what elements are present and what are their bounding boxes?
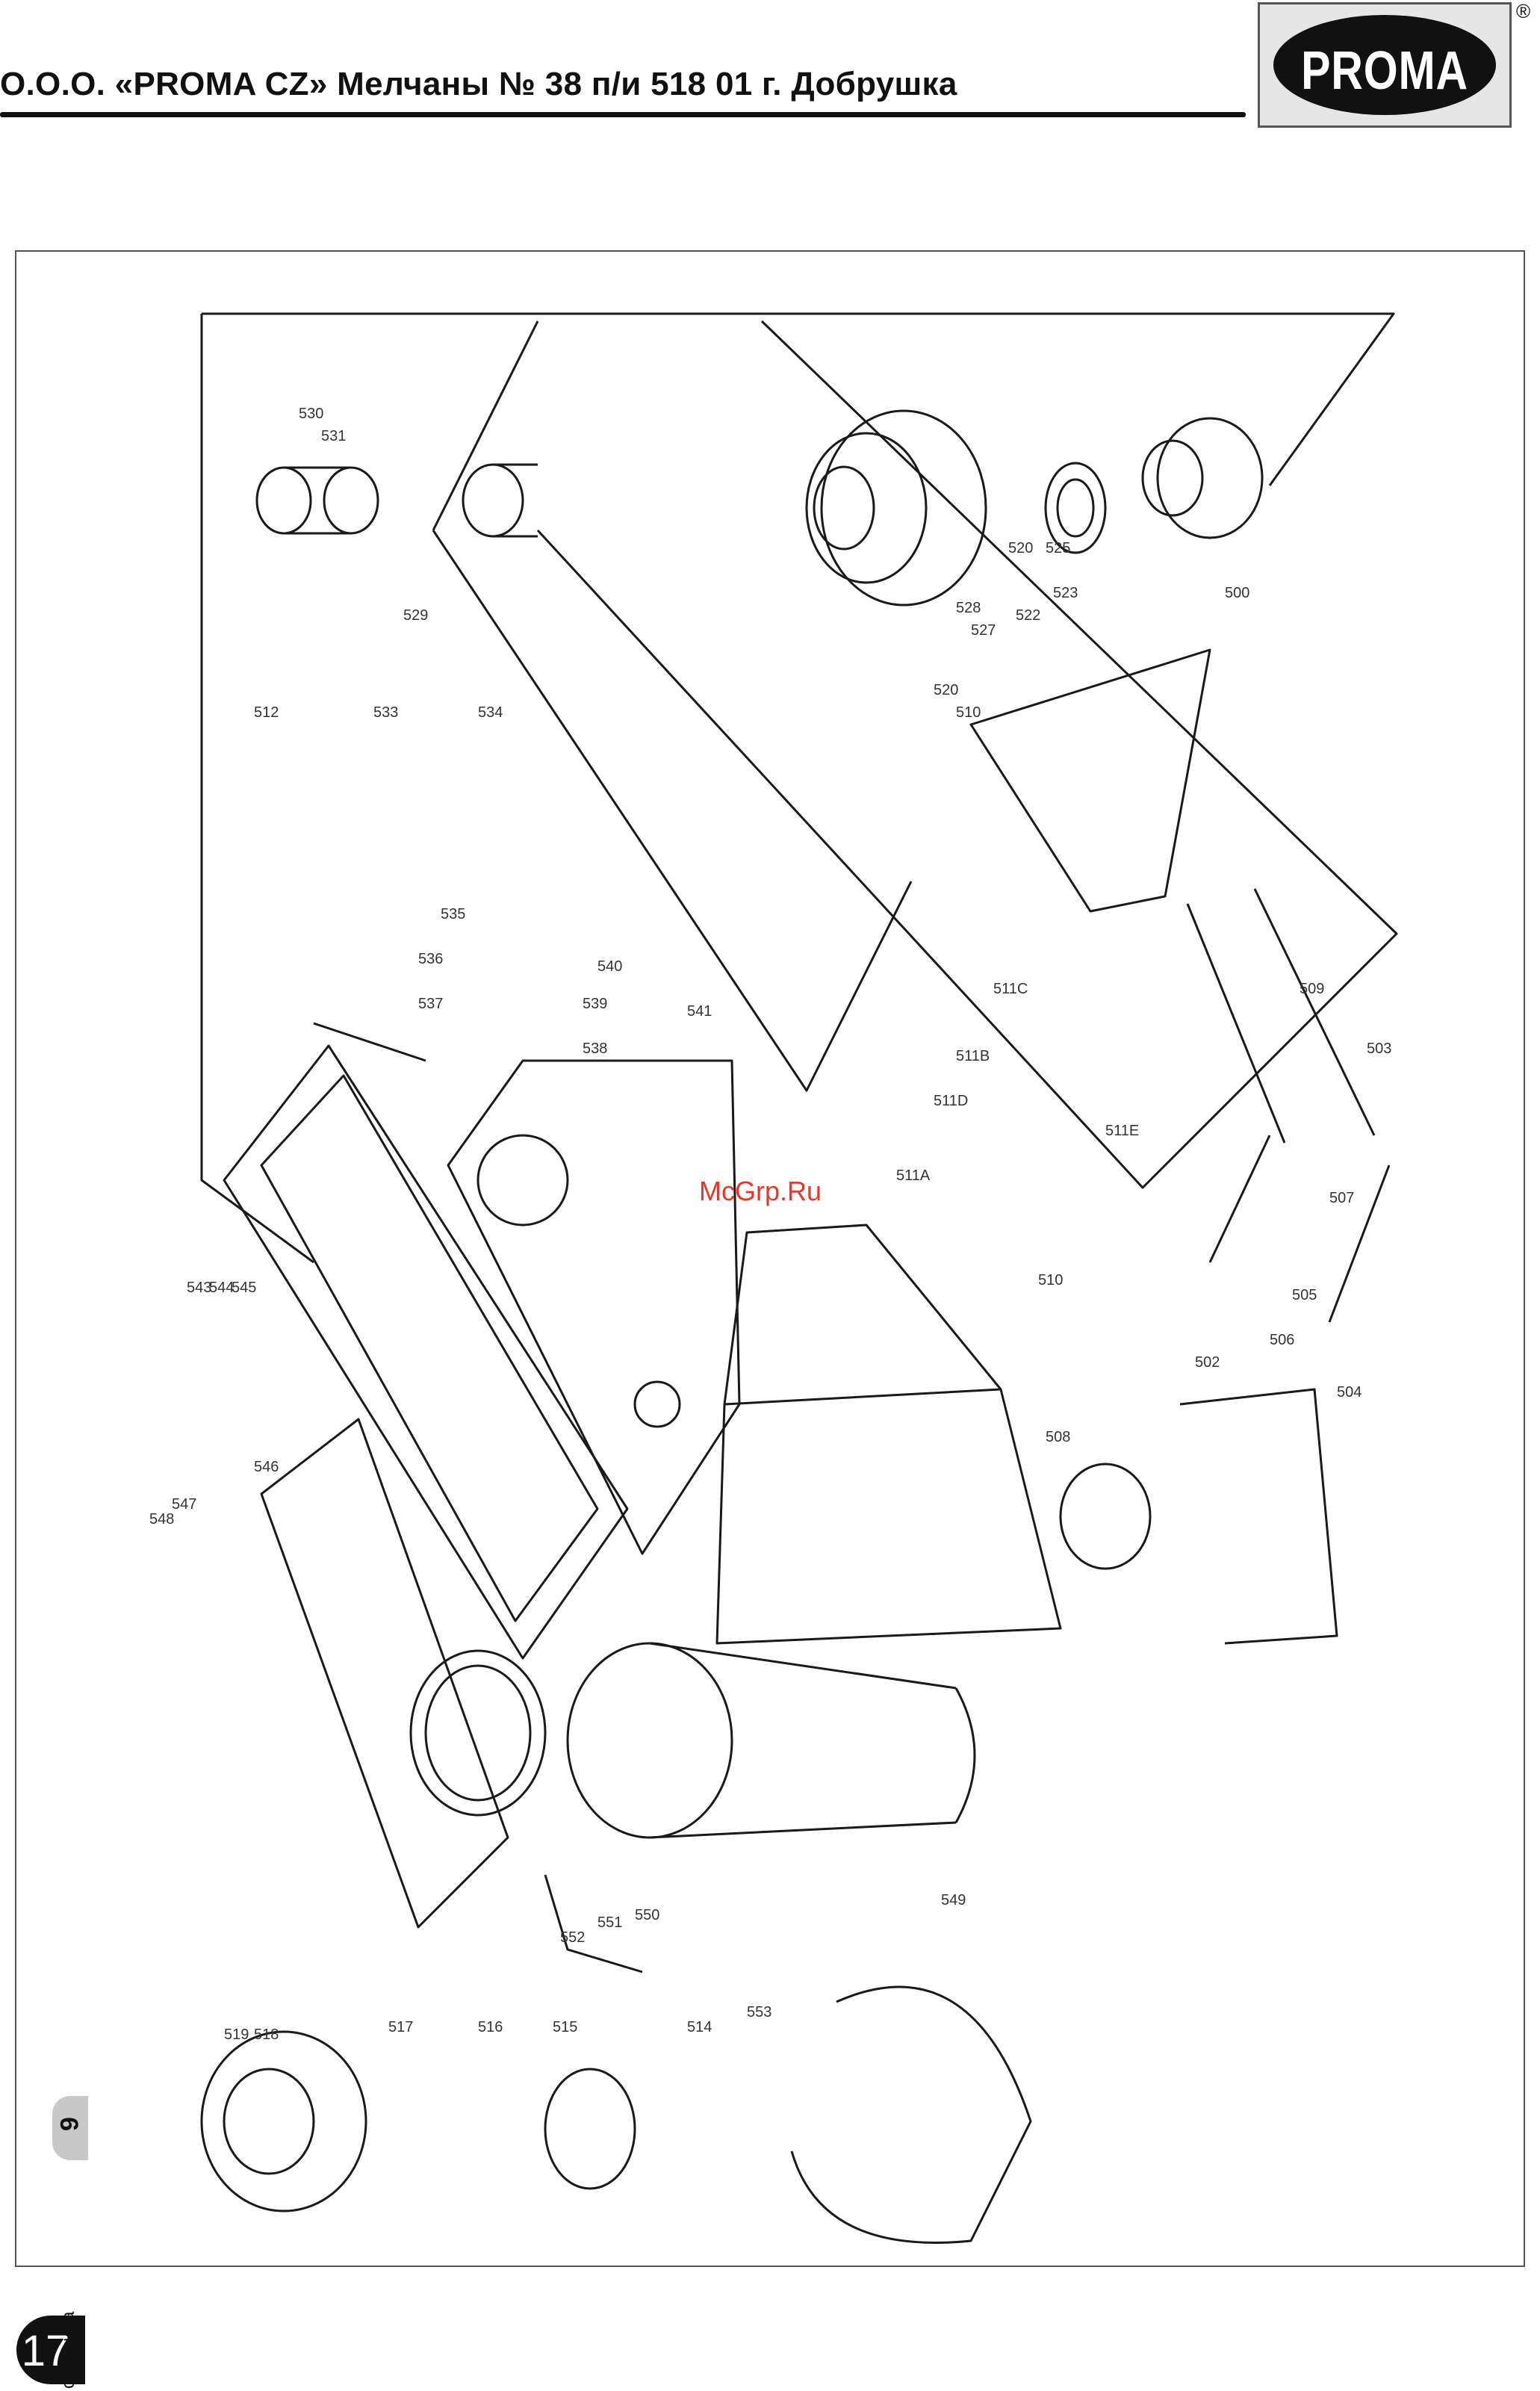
part-label: 523 (1053, 585, 1078, 601)
part-label: 535 (441, 906, 465, 922)
registered-mark: ® (1516, 0, 1531, 22)
logo-oval: PROMA (1273, 15, 1496, 115)
stepped-pulley-top (820, 409, 987, 607)
part-label: 552 (560, 1929, 585, 1946)
drive-belt (790, 1985, 1032, 2244)
company-address-line: О.О.О. «PROMA CZ» Мелчаны № 38 п/и 518 0… (0, 66, 957, 102)
chapter-tab: 9 (52, 2096, 88, 2160)
bore-530 (462, 463, 524, 538)
part-label: 517 (388, 2019, 413, 2035)
housing-504 (1059, 1463, 1152, 1570)
part-label: 525 (1046, 540, 1070, 556)
part-label: 519 (224, 2026, 249, 2043)
part-label: 504 (1337, 1384, 1362, 1401)
part-label: 511B (956, 1048, 990, 1064)
motor-plate (260, 1418, 509, 1929)
drawing-frame (15, 250, 1525, 2267)
header-divider (0, 112, 1246, 117)
part-label: 506 (1270, 1332, 1294, 1348)
main-frame-outline (200, 312, 1395, 1264)
leadscrew-left (1186, 903, 1286, 1144)
column-507 (715, 1388, 1062, 1645)
part-label: 548 (149, 1511, 174, 1528)
part-label: 508 (1046, 1429, 1070, 1445)
part-label: 553 (747, 2004, 771, 2021)
part-label: 544 (209, 1280, 234, 1296)
part-label: 511D (934, 1093, 968, 1109)
part-label: 509 (1300, 981, 1324, 997)
part-label: 511E (1105, 1123, 1139, 1139)
motor-550 (566, 1642, 733, 1839)
part-label: 551 (597, 1914, 622, 1931)
part-label: 534 (478, 704, 503, 721)
part-label: 515 (553, 2019, 577, 2035)
belt-ring (409, 1649, 547, 1817)
proma-logo: PROMA (1258, 2, 1512, 128)
part-label: 511A (896, 1167, 931, 1184)
part-label: 539 (583, 996, 607, 1012)
part-label: 547 (172, 1496, 196, 1513)
part-label: 505 (1292, 1287, 1317, 1303)
part-labels: 530 531 529 512 533 534 535 536 537 538 … (149, 406, 1391, 2043)
part-label: 503 (1367, 1041, 1391, 1057)
leadscrew-right (1253, 888, 1376, 1136)
chapter-number: 9 (55, 2117, 84, 2131)
part-label: 514 (687, 2019, 712, 2035)
crank-handle (544, 1874, 643, 1973)
watermark-text: McGrp.Ru (699, 1176, 822, 1206)
cylinder-530 (255, 466, 312, 535)
part-label: 520 (934, 682, 958, 698)
page-number: 17 (21, 2327, 70, 2375)
part-label: 529 (403, 607, 428, 624)
part-label: 536 (418, 951, 443, 967)
base-body-edge (432, 320, 913, 1092)
part-label: 502 (1195, 1354, 1220, 1371)
part-label: 522 (1016, 607, 1040, 624)
part-label: 512 (254, 704, 279, 721)
base-body (536, 320, 1398, 1189)
part-label: 549 (941, 1892, 966, 1908)
part-label: 507 (1329, 1190, 1354, 1206)
page-number-badge (16, 2316, 85, 2384)
part-label: 510 (956, 704, 981, 721)
part-label: 531 (321, 428, 346, 444)
part-label: 520 (1008, 540, 1033, 556)
logo-text: PROMA (1301, 41, 1468, 101)
part-label: 528 (956, 600, 981, 616)
part-label: 538 (583, 1041, 607, 1057)
part-label: 543 (187, 1280, 211, 1296)
part-label: 537 (418, 996, 443, 1012)
lever-handle (313, 1022, 426, 1062)
part-label: 541 (687, 1003, 712, 1020)
part-label: 545 (232, 1280, 256, 1296)
part-label: 546 (254, 1459, 279, 1475)
cover-plate (969, 648, 1211, 913)
part-label: 533 (373, 704, 398, 721)
part-label: 511C (993, 981, 1028, 997)
part-label: 518 (254, 2026, 279, 2043)
flange-500 (1156, 417, 1264, 539)
part-label: 500 (1225, 585, 1249, 601)
page-word: страница (58, 2311, 78, 2389)
gearbox-housing (447, 1059, 741, 1555)
part-label: 550 (635, 1907, 659, 1923)
part-label: 510 (1038, 1272, 1063, 1288)
part-label: 527 (971, 622, 996, 639)
part-label: 540 (597, 958, 622, 975)
stepped-pulley-bottom (200, 2030, 367, 2212)
part-label: 530 (299, 406, 323, 422)
left-frame (223, 1044, 629, 1660)
part-label: 516 (478, 2019, 503, 2035)
flange-515 (544, 2068, 636, 2190)
bearing-525 (1044, 462, 1107, 554)
